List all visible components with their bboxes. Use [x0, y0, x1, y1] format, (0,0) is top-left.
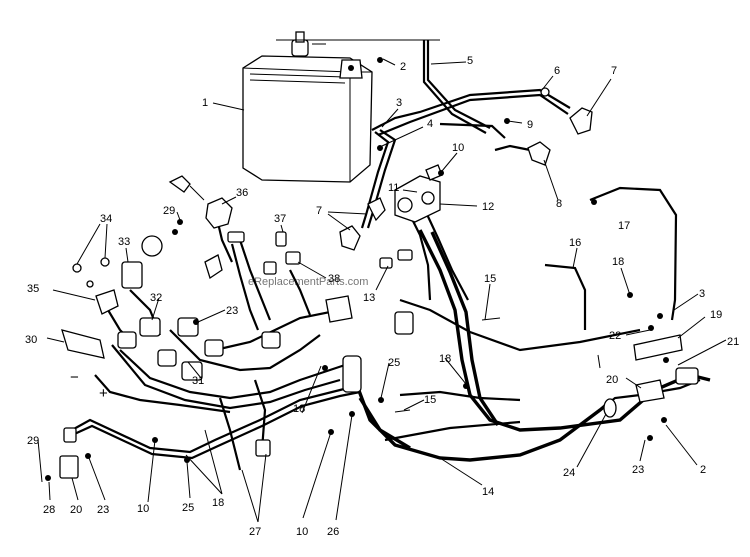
callout-2: 2	[400, 61, 406, 73]
callout-25-middle: 25	[388, 357, 400, 369]
callout-38: 38	[328, 273, 340, 285]
callout-3-right: 3	[699, 288, 705, 300]
callout-20-right: 20	[606, 374, 618, 386]
callout-22: 22	[609, 330, 621, 342]
callout-30: 30	[25, 334, 37, 346]
callout-23-left: 23	[97, 504, 109, 516]
callout-9: 9	[527, 119, 533, 131]
callout-2-right: 2	[700, 464, 706, 476]
callout-13: 13	[363, 292, 375, 304]
plus-symbol: +	[99, 385, 108, 402]
callout-10-lower: 10	[296, 526, 308, 538]
callout-26: 26	[327, 526, 339, 538]
callout-8: 8	[556, 198, 562, 210]
callout-21: 21	[727, 336, 739, 348]
callout-37: 37	[274, 213, 286, 225]
callout-24: 24	[563, 467, 575, 479]
callout-29-upper: 29	[163, 205, 175, 217]
callout-28: 28	[43, 504, 55, 516]
callout-labels: 1 2 3 4 5 6 7 8 9 10 11 12 7 36 29 34 33…	[25, 55, 739, 538]
callout-36: 36	[236, 187, 248, 199]
battery	[242, 31, 440, 183]
callout-6: 6	[554, 65, 560, 77]
callout-15-lower: 15	[424, 394, 436, 406]
leader-lines	[37, 58, 727, 523]
callout-23-middle: 23	[226, 305, 238, 317]
callout-33: 33	[118, 236, 130, 248]
callout-19: 19	[710, 309, 722, 321]
callout-5: 5	[467, 55, 473, 67]
minus-symbol: −	[70, 369, 79, 386]
callout-25-lower: 25	[182, 502, 194, 514]
callout-31: 31	[192, 375, 204, 387]
callout-1: 1	[202, 97, 208, 109]
callout-4: 4	[427, 118, 433, 130]
callout-16: 16	[569, 237, 581, 249]
callout-7-lower: 7	[316, 205, 322, 217]
watermark-text: eReplacementParts.com	[248, 276, 368, 288]
callout-10-left: 10	[137, 503, 149, 515]
wiring-harness	[69, 40, 711, 471]
callout-27: 27	[249, 526, 261, 538]
callout-18-middle: 18	[439, 353, 451, 365]
callout-7: 7	[611, 65, 617, 77]
callout-32: 32	[150, 292, 162, 304]
components	[45, 57, 699, 481]
callout-12: 12	[482, 201, 494, 213]
callout-10: 10	[452, 142, 464, 154]
callout-18-right: 18	[612, 256, 624, 268]
callout-18-left: 18	[293, 403, 305, 415]
callout-17: 17	[618, 220, 630, 232]
callout-34: 34	[100, 213, 112, 225]
callout-35: 35	[27, 283, 39, 295]
callout-11: 11	[388, 182, 399, 194]
callout-14: 14	[482, 486, 494, 498]
callout-23-right: 23	[632, 464, 644, 476]
callout-18-lower: 18	[212, 497, 224, 509]
callout-29-lower: 29	[27, 435, 39, 447]
callout-20-left: 20	[70, 504, 82, 516]
callout-15-upper: 15	[484, 273, 496, 285]
callout-3: 3	[396, 97, 402, 109]
